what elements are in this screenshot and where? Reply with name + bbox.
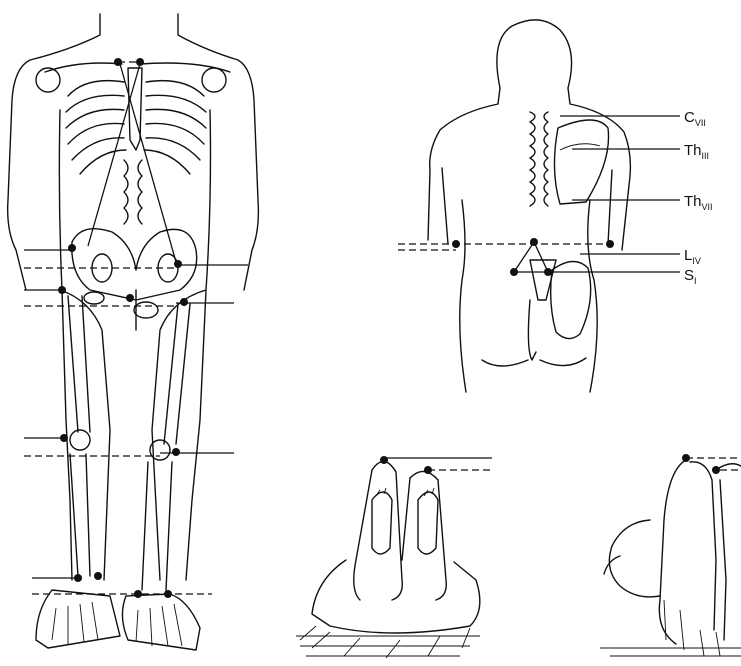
label-th7-sub: VII xyxy=(702,202,713,212)
svg-text:LIV: LIV xyxy=(684,247,701,266)
svg-text:SI: SI xyxy=(684,267,697,286)
back-level-lines xyxy=(398,116,680,272)
front-pectoral-lines xyxy=(88,64,176,262)
label-s1-sub: I xyxy=(694,276,697,286)
label-c7-main: C xyxy=(684,109,695,126)
back-view-panel: CVII ThIII ThVII LIV SI xyxy=(398,20,713,392)
label-th3-main: Th xyxy=(684,142,702,159)
seated-figure-outline xyxy=(296,461,480,658)
label-c7: CVII xyxy=(684,109,706,128)
seated-level-lines xyxy=(384,458,492,470)
seated-knees-panel xyxy=(600,454,741,656)
svg-text:ThVII: ThVII xyxy=(684,193,713,212)
label-th3: ThIII xyxy=(684,142,709,161)
label-s1: SI xyxy=(684,267,697,286)
svg-text:ThIII: ThIII xyxy=(684,142,709,161)
label-th7-main: Th xyxy=(684,193,702,210)
front-skeleton-bones xyxy=(36,63,230,650)
label-l4: LIV xyxy=(684,247,701,266)
label-s1-main: S xyxy=(684,267,694,284)
front-skeleton-panel xyxy=(8,14,259,650)
knees-figure-outline xyxy=(600,460,741,656)
front-landmark-dots xyxy=(58,58,188,598)
seated-feet-panel xyxy=(296,456,492,658)
label-th7: ThVII xyxy=(684,193,713,212)
back-body-outline xyxy=(428,20,630,392)
label-c7-sub: VII xyxy=(695,118,706,128)
svg-text:CVII: CVII xyxy=(684,109,706,128)
label-l4-sub: IV xyxy=(692,256,701,266)
label-l4-main: L xyxy=(684,247,692,264)
label-th3-sub: III xyxy=(702,151,710,161)
